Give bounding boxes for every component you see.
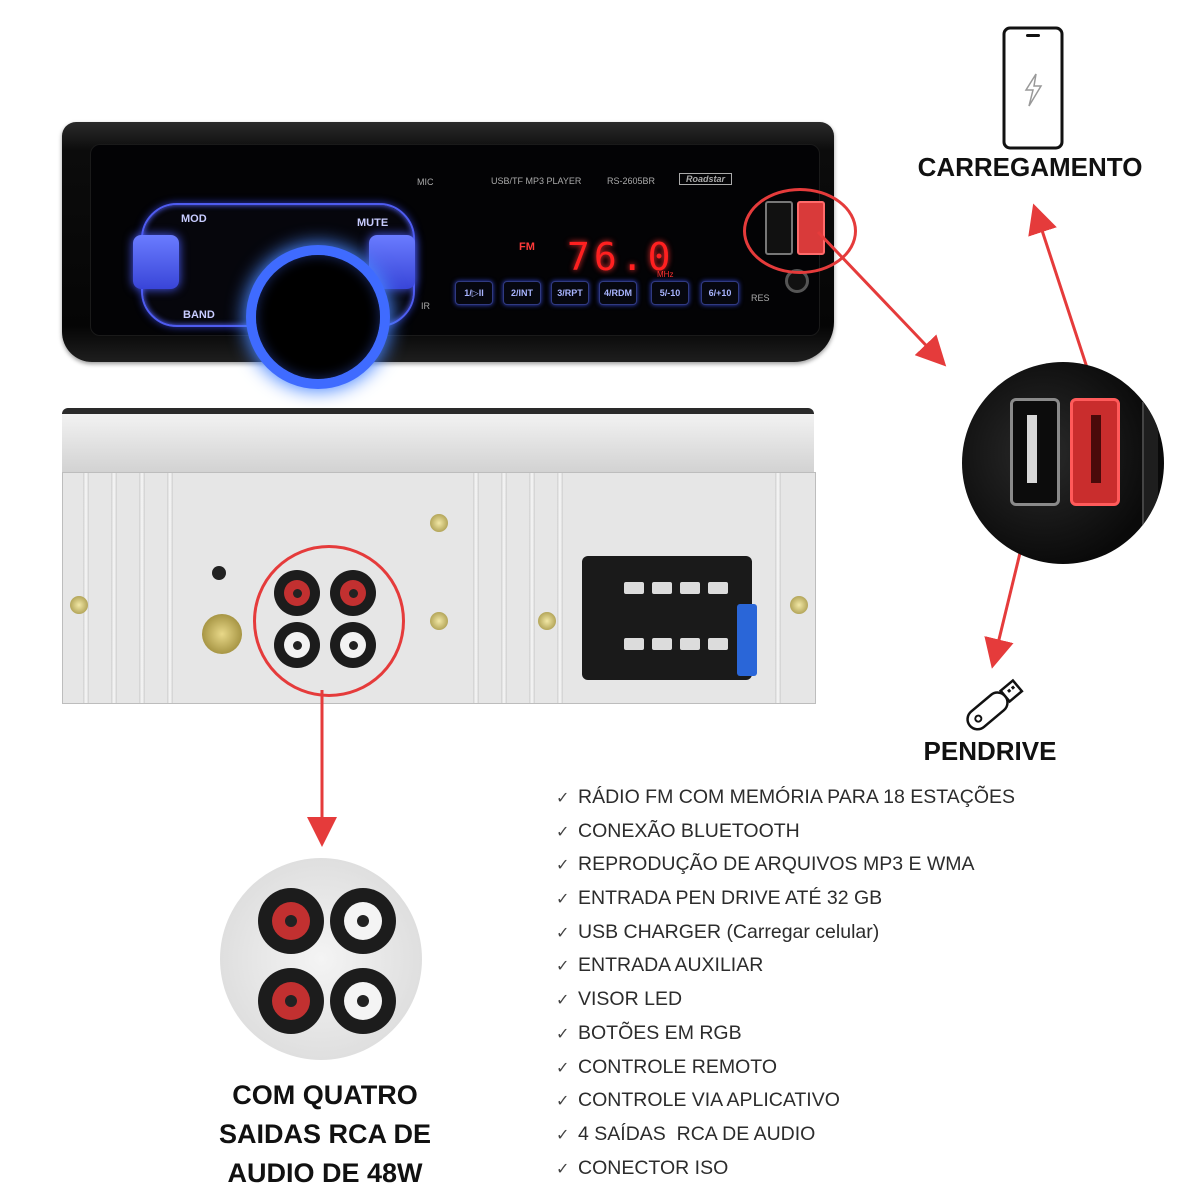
rca-label-line-3: AUDIO DE 48W: [227, 1158, 423, 1188]
antenna-jack[interactable]: [202, 614, 242, 654]
iso-connector[interactable]: [582, 556, 752, 680]
zoom-rca-1: [258, 888, 324, 954]
radio-faceplate: MOD MUTE BAND CLK MIC USB/TF MP3 PLAYER …: [90, 144, 857, 379]
screw: [430, 612, 448, 630]
check-icon: ✓: [556, 1093, 570, 1111]
preset-button-3[interactable]: 3/RPT: [551, 281, 589, 305]
feature-item: ✓ 4 SAÍDAS RCA DE AUDIO: [556, 1123, 1116, 1157]
feature-text: USB CHARGER (Carregar celular): [578, 920, 880, 943]
zoom-rca-2: [330, 888, 396, 954]
charging-label: CARREGAMENTO: [917, 152, 1143, 182]
zoom-usb-charge-port: [1070, 398, 1120, 506]
feature-text: VISOR LED: [578, 988, 683, 1011]
check-icon: ✓: [556, 924, 570, 942]
feature-text: CONECTOR ISO: [578, 1156, 729, 1179]
preset-button-6[interactable]: 6/+10: [701, 281, 739, 305]
usb-highlight-circle: [743, 188, 857, 274]
feature-text: BOTÕES EM RGB: [578, 1021, 742, 1044]
band-label: BAND: [183, 309, 215, 321]
check-icon: ✓: [556, 790, 570, 807]
chassis-top: [62, 408, 814, 478]
feature-item: ✓ RÁDIO FM COM MEMÓRIA PARA 18 ESTAÇÕES: [556, 786, 1116, 820]
brand-logo: Roadstar: [679, 173, 733, 185]
phone-charging-icon: [1002, 26, 1064, 150]
feature-text: ENTRADA AUXILIAR: [578, 954, 764, 977]
preset-button-5[interactable]: 5/-10: [651, 281, 689, 305]
check-icon: ✓: [556, 1025, 570, 1043]
rca-label-line-2: SAIDAS RCA DE: [218, 1119, 432, 1149]
rca-outputs-label: COM QUATRO SAIDAS RCA DE AUDIO DE 48W: [190, 1076, 460, 1193]
check-icon: ✓: [556, 958, 570, 976]
zoom-rca-3: [258, 968, 324, 1034]
feature-text: REPRODUÇÃO DE ARQUIVOS MP3 E WMA: [578, 853, 975, 876]
feature-text: ENTRADA PEN DRIVE ATÉ 32 GB: [578, 887, 883, 910]
rca-label-line-1: COM QUATRO: [232, 1080, 418, 1110]
prev-button[interactable]: [133, 235, 179, 289]
screw: [790, 596, 808, 614]
res-label: RES: [751, 293, 770, 303]
check-icon: ✓: [556, 1126, 570, 1144]
screw: [538, 612, 556, 630]
feature-item: ✓ CONTROLE REMOTO: [556, 1056, 1116, 1090]
display-frequency: 76.0: [567, 235, 675, 279]
usb-flash-drive-icon: [966, 678, 1024, 731]
control-pad: MOD MUTE BAND CLK: [133, 203, 415, 379]
feature-item: ✓ ENTRADA AUXILIAR: [556, 954, 1116, 988]
display-unit: MHz: [657, 270, 674, 279]
feature-item: ✓ ENTRADA PEN DRIVE ATÉ 32 GB: [556, 887, 1116, 921]
feature-text: CONTROLE REMOTO: [578, 1055, 777, 1078]
next-button[interactable]: [369, 235, 415, 289]
feature-item: ✓ BOTÕES EM RGB: [556, 1022, 1116, 1056]
rca-highlight-circle: [253, 545, 405, 697]
antenna-hole: [212, 566, 226, 580]
pendrive-label: PENDRIVE: [923, 736, 1057, 766]
check-icon: ✓: [556, 823, 570, 841]
check-icon: ✓: [556, 992, 570, 1010]
zoom-usb-data-port: [1010, 398, 1060, 506]
feature-item: ✓ CONTROLE VIA APLICATIVO: [556, 1089, 1116, 1123]
feature-item: ✓ REPRODUÇÃO DE ARQUIVOS MP3 E WMA: [556, 853, 1116, 887]
feature-text: CONTROLE VIA APLICATIVO: [578, 1089, 840, 1112]
screw: [70, 596, 88, 614]
screw: [430, 514, 448, 532]
mute-label: MUTE: [357, 217, 389, 229]
feature-item: ✓ USB CHARGER (Carregar celular): [556, 921, 1116, 955]
radio-front-panel: MOD MUTE BAND CLK MIC USB/TF MP3 PLAYER …: [62, 122, 857, 379]
volume-knob[interactable]: [256, 255, 380, 379]
check-icon: ✓: [556, 1059, 570, 1077]
check-icon: ✓: [556, 891, 570, 909]
usb-ports-zoom: [962, 362, 1164, 564]
player-label: USB/TF MP3 PLAYER: [491, 176, 582, 186]
feature-text: CONEXÃO BLUETOOTH: [578, 819, 800, 842]
mic-label: MIC: [417, 177, 434, 187]
radio-back-panel: [62, 408, 816, 728]
preset-button-1[interactable]: 1/▷II: [455, 281, 493, 305]
rca-outputs-zoom: [220, 858, 422, 1060]
preset-button-2[interactable]: 2/INT: [503, 281, 541, 305]
feature-item: ✓ CONECTOR ISO: [556, 1157, 1116, 1191]
zoom-rca-4: [330, 968, 396, 1034]
feature-item: ✓ CONEXÃO BLUETOOTH: [556, 820, 1116, 854]
model-label: RS-2605BR: [607, 176, 656, 186]
ir-label: IR: [421, 301, 430, 311]
check-icon: ✓: [556, 1160, 570, 1178]
feature-text: 4 SAÍDAS RCA DE AUDIO: [578, 1122, 816, 1145]
preset-button-4[interactable]: 4/RDM: [599, 281, 637, 305]
display-band: FM: [519, 241, 535, 253]
features-list: ✓ RÁDIO FM COM MEMÓRIA PARA 18 ESTAÇÕES ✓…: [556, 786, 1116, 1190]
mod-label: MOD: [181, 213, 207, 225]
feature-item: ✓ VISOR LED: [556, 988, 1116, 1022]
feature-text: RÁDIO FM COM MEMÓRIA PARA 18 ESTAÇÕES: [578, 786, 1016, 808]
check-icon: ✓: [556, 857, 570, 875]
fuse: [737, 604, 757, 676]
